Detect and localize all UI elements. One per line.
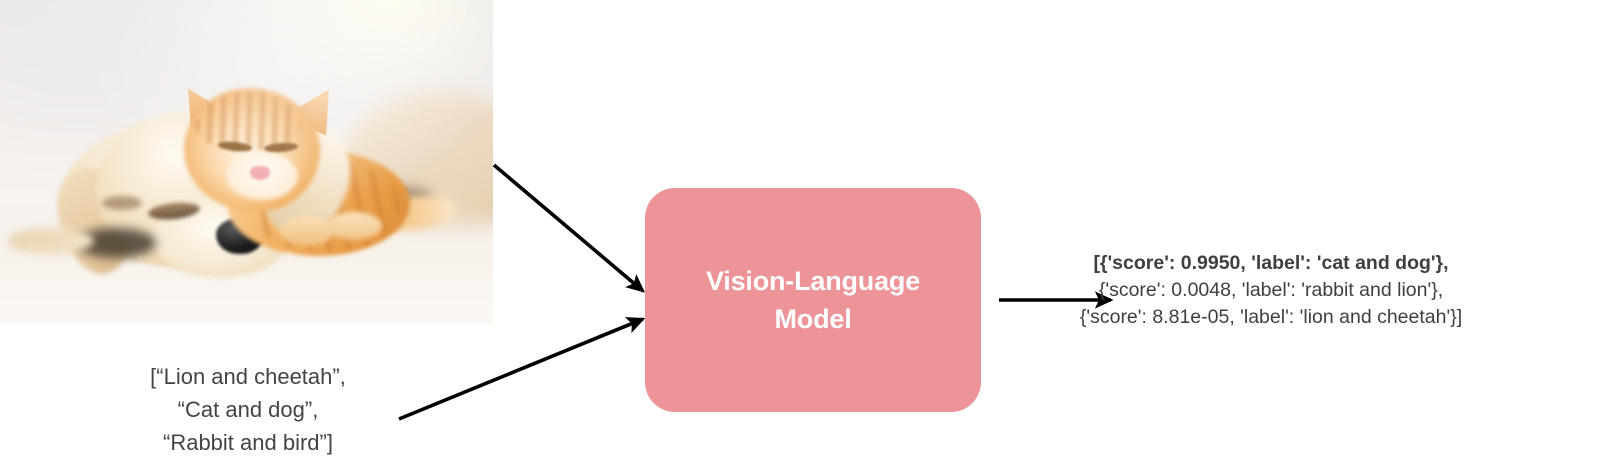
blanket-texture <box>0 228 493 324</box>
model-box-label: Vision-Language Model <box>705 265 921 334</box>
output-line-2: {'score': 0.0048, 'label': 'rabbit and l… <box>1098 279 1444 301</box>
kitten-head-stripes <box>196 92 300 150</box>
model-output: [{'score': 0.9950, 'label': 'cat and dog… <box>1036 250 1506 331</box>
prompt-line-1: [“Lion and cheetah”, <box>150 364 346 389</box>
arrow-image-to-model <box>492 163 646 293</box>
arrow-prompt-to-model <box>398 317 646 421</box>
puppy-eye-far <box>102 196 142 210</box>
prompt-label-list: [“Lion and cheetah”, “Cat and dog”, “Rab… <box>98 360 398 459</box>
kitten-nose <box>250 166 270 180</box>
prompt-line-2: “Cat and dog”, <box>177 397 319 422</box>
vision-language-model-box[interactable]: Vision-Language Model <box>645 188 981 412</box>
prompt-line-3: “Rabbit and bird”] <box>163 430 333 455</box>
output-line-1: [{'score': 0.9950, 'label': 'cat and dog… <box>1093 252 1449 274</box>
output-line-3: {'score': 8.81e-05, 'label': 'lion and c… <box>1079 306 1463 328</box>
input-image-thumbnail[interactable] <box>0 0 493 324</box>
